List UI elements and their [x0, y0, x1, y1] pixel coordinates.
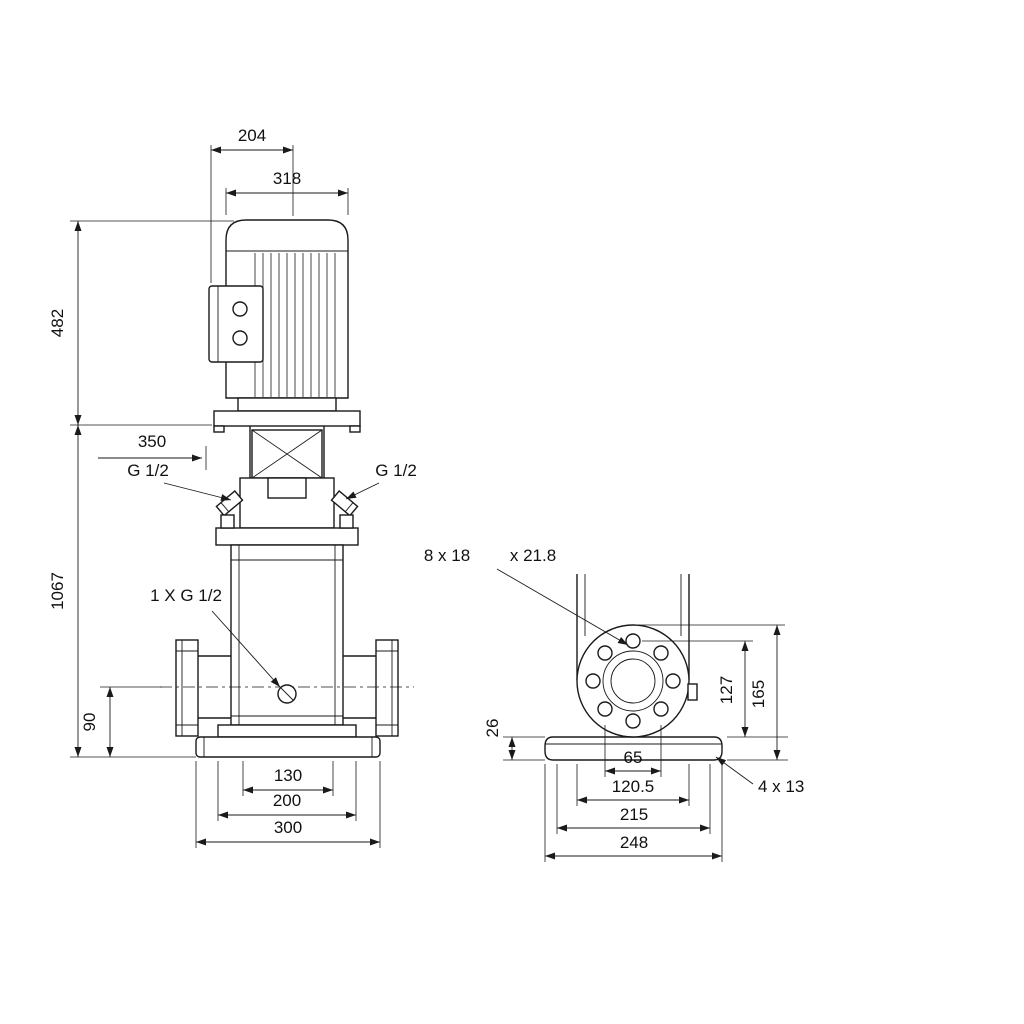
port-left-label: G 1/2	[127, 461, 169, 480]
base-plate	[195, 736, 381, 758]
side-view: 8 x 18 x 21.8 26 127 165 65 120.5	[424, 546, 804, 862]
suction-flange	[175, 639, 231, 737]
staybolt-nut	[339, 514, 354, 529]
dim-318-label: 318	[273, 169, 301, 188]
drain-plug	[277, 684, 297, 704]
dim-165-label: 165	[749, 680, 768, 708]
dim-215-label: 215	[620, 805, 648, 824]
side-base-plate	[544, 736, 723, 761]
flange-bore	[610, 658, 656, 704]
drain-label: 1 X G 1/2	[150, 586, 222, 605]
dim-26-label: 26	[483, 719, 502, 738]
front-dimensions: 204 318 482 1067 350 G 1/2 G 1/2 1 X G 1…	[48, 126, 417, 848]
pump-base	[195, 724, 381, 758]
bolt-hole	[597, 645, 613, 661]
motor-stool-plate	[213, 410, 361, 427]
flange-bolt-holes	[585, 633, 681, 729]
dim-248-label: 248	[620, 833, 648, 852]
dim-120-5-label: 120.5	[612, 777, 655, 796]
priming-plug-left	[215, 489, 244, 517]
bolt-hole	[653, 645, 669, 661]
port-flange-face	[576, 624, 698, 738]
base-holes-label: 4 x 13	[758, 777, 804, 796]
side-dimensions: 8 x 18 x 21.8 26 127 165 65 120.5	[424, 546, 804, 862]
flange-spotface-label: x 21.8	[510, 546, 556, 565]
terminal-box	[208, 285, 264, 363]
nameplate-tab	[687, 683, 698, 701]
dim-90-label: 90	[80, 713, 99, 732]
side-column	[576, 574, 690, 680]
front-view: 204 318 482 1067 350 G 1/2 G 1/2 1 X G 1…	[48, 126, 417, 848]
priming-plug-right	[330, 489, 359, 517]
dim-127-label: 127	[717, 676, 736, 704]
dim-482-label: 482	[48, 309, 67, 337]
pump-head	[215, 477, 359, 546]
port-right-label: G 1/2	[375, 461, 417, 480]
shaft-seal	[267, 477, 307, 499]
discharge-flange	[343, 639, 399, 737]
dim-350-label: 350	[138, 432, 166, 451]
bolt-hole	[653, 701, 669, 717]
head-flange	[215, 527, 359, 546]
dim-300-label: 300	[274, 818, 302, 837]
bolt-hole	[625, 713, 641, 729]
motor-flange	[237, 397, 337, 412]
bolt-hole	[665, 673, 681, 689]
dim-65-label: 65	[624, 748, 643, 767]
bolt-hole	[597, 701, 613, 717]
bolt-hole	[585, 673, 601, 689]
bolt-hole	[625, 633, 641, 649]
dim-200-label: 200	[273, 791, 301, 810]
flange-holes-label: 8 x 18	[424, 546, 470, 565]
dim-130-label: 130	[274, 766, 302, 785]
terminal-box-gland	[232, 301, 248, 317]
terminal-box-gland	[232, 330, 248, 346]
staybolt-nut	[220, 514, 235, 529]
motor	[208, 219, 361, 433]
dim-1067-label: 1067	[48, 572, 67, 610]
flange-raised-face	[602, 650, 664, 712]
dim-204-label: 204	[238, 126, 266, 145]
coupling-guard	[249, 426, 325, 479]
